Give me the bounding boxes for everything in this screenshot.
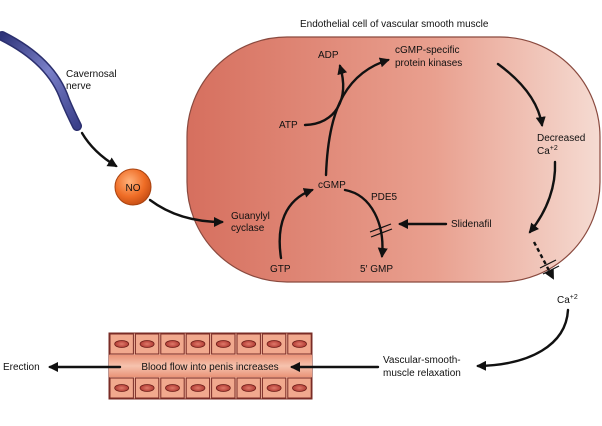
cavernosal-nerve-label: Cavernosal [66,69,117,80]
kinases-label: cGMP-specific [395,45,459,56]
endothelial-cell [186,36,601,283]
vessel-cell-nucleus [266,384,282,392]
decreased-ca-label: Decreased [537,133,585,144]
guanylyl-label: Guanylyl [231,211,270,222]
kinases-label-2: protein kinases [395,58,462,69]
arrow-cgmp-to-kinases [324,57,390,177]
arrow-cgmp-to-5gmp [343,188,388,259]
vessel-cell-nucleus [165,384,180,392]
gtp-label: GTP [270,264,291,275]
vessel-cell-nucleus [165,340,180,348]
vessel-cell-nucleus [139,384,155,392]
arrow-kinases-to-decreased-ca [496,62,546,127]
pde5-inhibition-bar [369,223,392,233]
vessel-cell-nucleus [241,384,257,392]
vessel-cell-nucleus [292,384,307,392]
vessel-cell-nucleus [190,384,206,392]
vessel-cell-nucleus [241,340,257,348]
adp-label: ADP [318,50,339,61]
arrow-ca-to-relaxation [475,308,570,371]
erection-label: Erection [3,362,40,373]
cell-title: Endothelial cell of vascular smooth musc… [300,19,489,30]
vessel-cell-nucleus [215,384,231,392]
decreased-ca-label-2: Ca+2 [537,145,558,157]
cavernosal-nerve-label-2: nerve [66,81,91,92]
arrow-no-to-guanylyl [148,198,225,228]
ca-outside-label: Ca+2 [557,294,578,306]
relaxation-label: Vascular-smooth- [383,355,461,366]
vessel-cell-nucleus [114,384,130,392]
vessel-cell-nucleus [292,340,307,348]
vessel-cell-nucleus [114,340,130,348]
pde5-label: PDE5 [371,192,398,203]
arrow-nerve-to-no [80,131,118,168]
relaxation-label-2: muscle relaxation [383,368,461,379]
blood-flow-label: Blood flow into penis increases [141,362,278,373]
sildenafil-label: Slidenafil [451,219,492,230]
cgmp-label: cGMP [318,180,346,191]
vessel-cell-nucleus [190,340,206,348]
arrow-decreased-ca-down [528,160,557,234]
no-label: NO [126,183,141,194]
guanylyl-label-2: cyclase [231,223,265,234]
arrow-gtp-to-cgmp [278,188,314,260]
no-node [114,168,152,206]
five-gmp-label: 5′ GMP [360,264,393,275]
vessel-cell-nucleus [139,340,155,348]
atp-label: ATP [279,120,298,131]
vessel-cell-nucleus [215,340,231,348]
blood-vessel [108,332,313,400]
vessel-cell-nucleus [266,340,282,348]
